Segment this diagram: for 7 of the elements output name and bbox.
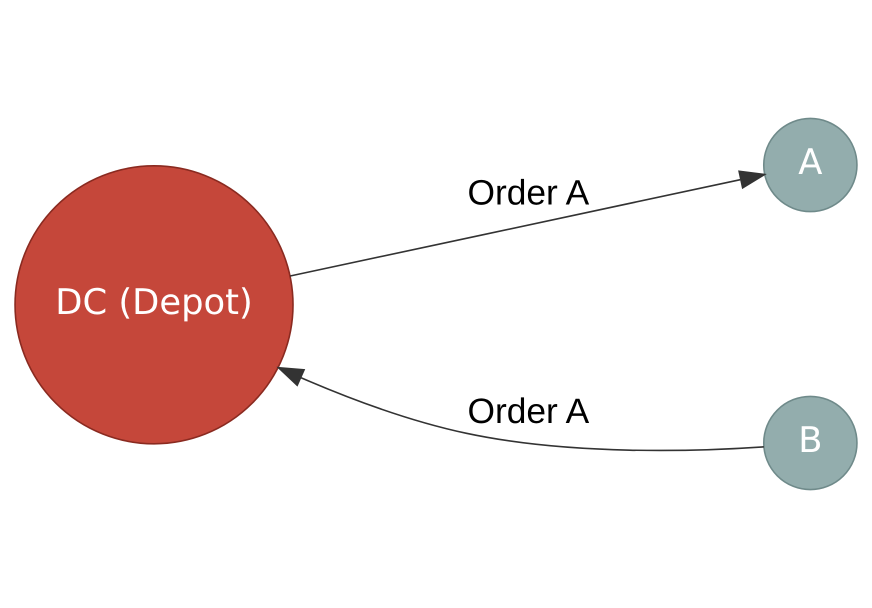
edge-label: Order A	[468, 392, 590, 432]
node-circle: A	[762, 118, 858, 212]
arrow	[276, 366, 764, 452]
arrow	[290, 170, 767, 277]
node-circle: B	[762, 396, 858, 490]
node-circle: DC (Depot)	[14, 165, 294, 445]
edge-label: Order A	[468, 174, 590, 213]
